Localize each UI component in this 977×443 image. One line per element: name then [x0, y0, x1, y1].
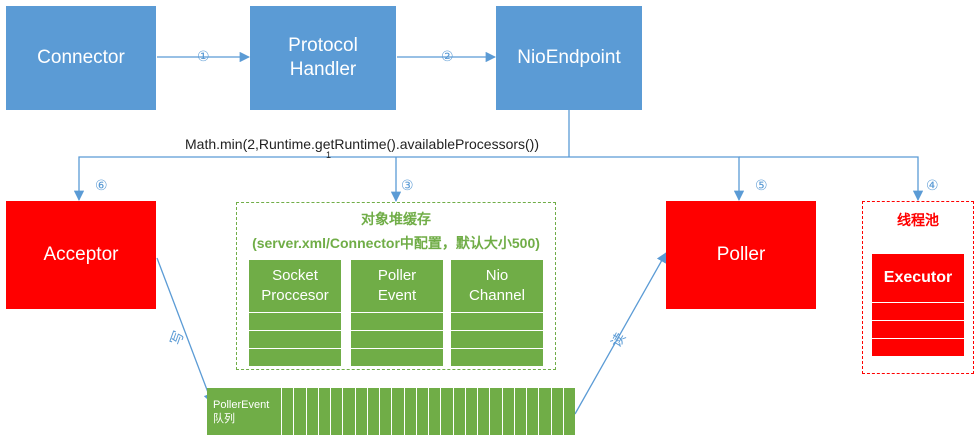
edge-acceptor-queue: [156, 257, 214, 404]
queue-slot: [342, 388, 354, 435]
queue-slot: [464, 388, 477, 435]
column-cell: [351, 348, 443, 366]
edge-label-one: 1: [326, 150, 332, 160]
queue-slot: [440, 388, 452, 435]
queue-slot: [513, 388, 526, 435]
queue-slot: [391, 388, 403, 435]
executor-block: Executor: [872, 254, 964, 358]
edge-label-3: ③: [401, 177, 414, 193]
queue-slot: [403, 388, 416, 435]
executor-cell: [872, 320, 964, 338]
poller-label: Poller: [716, 244, 766, 265]
queue-label-line1: PollerEvent: [213, 398, 270, 411]
queue-slot: [281, 388, 293, 435]
nio-endpoint-label: NioEndpoint: [517, 47, 621, 68]
edge-to-poller: [569, 156, 745, 202]
poller-box: Poller: [666, 201, 816, 309]
column-cell: [351, 312, 443, 330]
method-call-label: Math.min(2,Runtime.getRuntime().availabl…: [185, 136, 540, 152]
queue-slot: [538, 388, 550, 435]
queue-slot: [489, 388, 501, 435]
queue-slot: [354, 388, 367, 435]
edge-label-5: ⑤: [755, 177, 768, 193]
thread-pool-title: 线程池: [897, 212, 939, 228]
thread-pool-container: 线程池 Executor: [862, 201, 974, 374]
cache-title: 对象堆缓存: [361, 211, 431, 227]
connector-box: Connector: [6, 6, 156, 110]
column-cell: [351, 330, 443, 348]
queue-label: PollerEvent 队列: [207, 388, 281, 435]
column-cell: [249, 330, 341, 348]
edge-label-2: ②: [441, 48, 454, 64]
edge-to-pool: [739, 156, 924, 202]
queue-slot: [477, 388, 489, 435]
queue-slot: [501, 388, 514, 435]
cache-subtitle: (server.xml/Connector中配置，默认大小500): [252, 235, 540, 251]
column-cell: [451, 348, 543, 366]
edge-label-6: ⑥: [95, 177, 108, 193]
executor-label: Executor: [872, 254, 964, 302]
executor-cell: [872, 302, 964, 320]
cache-column-socket-processor: Socket Proccesor: [249, 260, 341, 366]
queue-label-line2: 队列: [213, 412, 235, 425]
column-header: Poller Event: [351, 260, 443, 312]
queue-slot: [379, 388, 391, 435]
executor-cell: [872, 338, 964, 356]
queue-slot: [452, 388, 465, 435]
acceptor-box: Acceptor: [6, 201, 156, 309]
queue-slot: [293, 388, 305, 435]
cache-column-nio-channel: Nio Channel: [451, 260, 543, 366]
cache-column-poller-event: Poller Event: [351, 260, 443, 366]
queue-slot: [550, 388, 563, 435]
column-cell: [249, 348, 341, 366]
edge-label-1: ①: [197, 48, 210, 64]
queue-slot: [305, 388, 318, 435]
edge-to-acceptor: [73, 156, 569, 202]
queue-slot: [415, 388, 428, 435]
column-header: Nio Channel: [451, 260, 543, 312]
acceptor-label: Acceptor: [43, 244, 119, 265]
column-cell: [249, 312, 341, 330]
protocol-handler-box: Protocol Handler: [250, 6, 396, 110]
queue-slot: [562, 388, 575, 435]
edge-label-4: ④: [926, 177, 939, 193]
edge-queue-poller: [574, 252, 667, 415]
column-cell: [451, 312, 543, 330]
column-cell: [451, 330, 543, 348]
queue-slot: [428, 388, 440, 435]
column-header: Socket Proccesor: [249, 260, 341, 312]
queue-slot: [330, 388, 342, 435]
nio-endpoint-box: NioEndpoint: [496, 6, 642, 110]
poller-event-queue: PollerEvent 队列: [207, 388, 575, 435]
object-cache-container: 对象堆缓存 (server.xml/Connector中配置，默认大小500) …: [236, 202, 556, 370]
queue-slot: [526, 388, 538, 435]
queue-slot: [366, 388, 379, 435]
connector-label: Connector: [37, 47, 125, 68]
protocol-handler-label: Protocol Handler: [288, 35, 358, 80]
queue-slot: [317, 388, 330, 435]
